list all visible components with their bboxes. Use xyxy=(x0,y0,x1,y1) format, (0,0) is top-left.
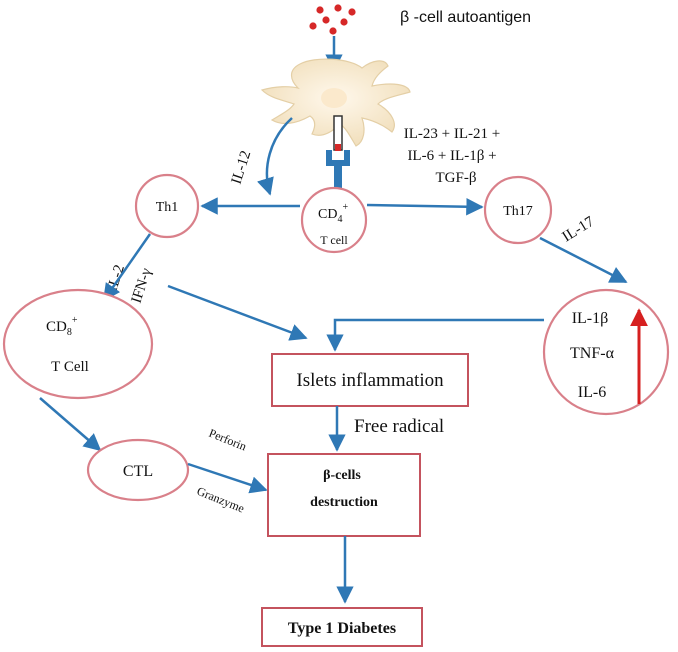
beta-cell-destruction-box: β-cells destruction xyxy=(267,453,421,537)
arrow-th1-to-cd8 xyxy=(102,233,152,302)
cd4-sup: + xyxy=(342,202,348,213)
product-tnfa: TNF-α xyxy=(570,345,615,362)
inducers-line-3: TGF-β xyxy=(436,170,477,186)
mhc-tcr-receptor xyxy=(326,115,350,188)
islets-label: Islets inflammation xyxy=(296,370,444,391)
ctl-label: CTL xyxy=(123,463,153,480)
ifng-label: IFN-γ xyxy=(129,266,155,305)
granzyme-label: Granzyme xyxy=(195,484,247,516)
destruction-line-2: destruction xyxy=(310,495,378,510)
diabetes-label: Type 1 Diabetes xyxy=(288,620,396,637)
cd8-sup: + xyxy=(72,315,78,326)
autoantigen-dots xyxy=(309,4,356,35)
cd8-line2: T Cell xyxy=(51,359,89,375)
cd4-sub: 4 xyxy=(337,214,342,225)
cd8-sub: 8 xyxy=(67,327,72,338)
product-il1b: IL-1β xyxy=(572,310,609,327)
svg-text:CD8+: CD8+ xyxy=(46,315,78,338)
th17-cell: Th17 xyxy=(483,175,553,245)
perforin-label: Perforin xyxy=(207,426,249,454)
th17-inducers: IL-23 + IL-21 + IL-6 + IL-1β + TGF-β xyxy=(404,126,500,186)
th1-label: Th1 xyxy=(156,200,179,215)
cd8-t-cell: CD8+ T Cell xyxy=(2,288,154,400)
arrow-th17-to-products xyxy=(539,236,628,284)
autoantigen-label: β -cell autoantigen xyxy=(400,9,531,26)
svg-text:CD4+: CD4+ xyxy=(318,202,348,225)
th17-products-circle: IL-1β TNF-α IL-6 xyxy=(542,288,670,416)
ctl-cell: CTL xyxy=(86,438,190,502)
inducers-line-2: IL-6 + IL-1β + xyxy=(407,148,496,164)
product-il6: IL-6 xyxy=(578,384,606,401)
th17-label: Th17 xyxy=(503,204,533,219)
inducers-line-1: IL-23 + IL-21 + xyxy=(404,126,500,142)
cd4-line2: T cell xyxy=(320,233,348,247)
il2-label: IL-2 xyxy=(105,263,128,293)
arrow-ifng-to-islets xyxy=(167,284,308,341)
il17-label: IL-17 xyxy=(560,213,598,245)
arrow-cd8-to-ctl xyxy=(39,397,102,452)
arrow-cd4-to-th17 xyxy=(366,197,484,216)
il12-label: IL-12 xyxy=(229,149,255,186)
type1-diabetes-box: Type 1 Diabetes xyxy=(261,607,423,647)
dendritic-cell xyxy=(260,58,411,147)
arrow-ctl-to-destruction xyxy=(187,462,268,494)
arrow-products-to-islets xyxy=(326,318,544,352)
free-radical-label: Free radical xyxy=(354,416,444,437)
cd4-t-cell: CD4+ T cell xyxy=(300,186,368,254)
arrow-apc-il12 xyxy=(257,117,293,196)
destruction-line-1: β-cells xyxy=(323,468,361,483)
cd4-main: CD xyxy=(318,207,337,222)
islets-inflammation-box: Islets inflammation xyxy=(271,353,469,407)
cd8-main: CD xyxy=(46,319,67,335)
th1-cell: Th1 xyxy=(134,173,200,239)
